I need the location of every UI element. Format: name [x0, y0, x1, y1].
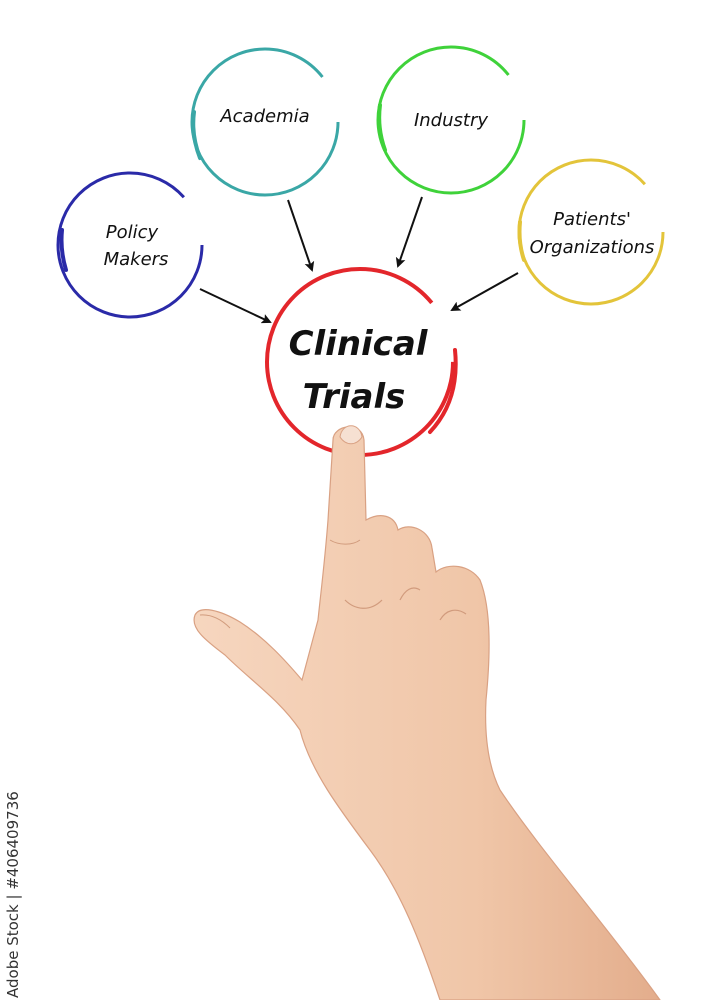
node-industry: Industry: [376, 45, 526, 195]
node-label-line1: Patients': [553, 209, 631, 230]
node-label-line2: Organizations: [530, 237, 655, 258]
node-label-line1: Academia: [219, 106, 309, 127]
center-label-line1: Clinical: [289, 324, 429, 364]
arrows: [199, 196, 519, 324]
node-circle: [56, 171, 204, 319]
node-policy-makers: Policy Makers: [56, 171, 204, 319]
node-label-line2: Makers: [104, 249, 169, 270]
pointing-hand: [193, 425, 661, 1000]
fingernail: [339, 425, 363, 445]
stock-watermark: Adobe Stock | #406409736: [4, 791, 22, 998]
center-node: Clinical Trials: [265, 267, 458, 457]
arrow-patients-to-center: [450, 272, 519, 311]
arrow-industry-to-center: [395, 196, 423, 268]
center-label-line2: Trials: [303, 377, 406, 417]
node-label-line1: Industry: [414, 110, 488, 131]
arrow-academia-to-center: [287, 199, 315, 272]
node-patients-organizations: Patients' Organizations: [517, 158, 665, 306]
node-academia: Academia: [190, 47, 340, 197]
arrow-policy-to-center: [199, 288, 272, 324]
node-label-line1: Policy: [106, 222, 159, 243]
hand-shape: [193, 426, 661, 1000]
node-circle: [517, 158, 665, 306]
